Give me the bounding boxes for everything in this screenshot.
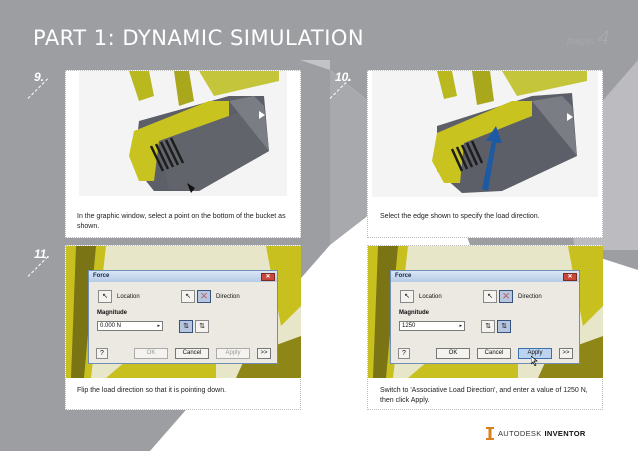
step-10-panel: Select the edge shown to specify the loa…: [367, 70, 603, 238]
magnitude-input[interactable]: 0.000 N ▸: [97, 321, 163, 331]
force-dialog: Force ✕ ↖ Location ↖ ⤫ Direction Magnitu…: [390, 270, 580, 366]
fixed-load-direction-button[interactable]: ⇅: [481, 320, 495, 333]
bucket-model-image: [79, 71, 287, 196]
location-select-button[interactable]: ↖: [400, 290, 414, 303]
close-button[interactable]: ✕: [261, 272, 275, 281]
step-number-10: 10.: [335, 70, 352, 84]
dropdown-arrow-icon[interactable]: ▸: [157, 323, 160, 329]
step-number-11: 11.: [34, 247, 50, 261]
dialog-title-bar: Force ✕: [391, 271, 579, 282]
step-12-panel: Force ✕ ↖ Location ↖ ⤫ Direction Magnitu…: [367, 245, 603, 410]
magnitude-value: 1250: [402, 323, 416, 329]
associative-load-direction-button[interactable]: ⇅: [497, 320, 511, 333]
step-number-9: 9.: [34, 70, 45, 84]
magnitude-label: Magnitude: [97, 310, 127, 316]
graphic-window-screenshot[interactable]: [79, 71, 287, 196]
flip-direction-button[interactable]: ⤫: [197, 290, 211, 303]
magnitude-input[interactable]: 1250 ▸: [399, 321, 465, 331]
graphic-window-screenshot[interactable]: [372, 71, 598, 197]
step-11-caption: Flip the load direction so that it is po…: [77, 387, 227, 394]
step-number-12: 12.: [335, 247, 352, 261]
close-button[interactable]: ✕: [563, 272, 577, 281]
page-title: PART 1: DYNAMIC SIMULATION: [33, 26, 365, 50]
page-number-value: 4: [597, 27, 610, 49]
apply-button[interactable]: Apply: [216, 348, 250, 359]
magnitude-label: Magnitude: [399, 310, 429, 316]
magnitude-value: 0.000 N: [100, 323, 122, 329]
page-label: page:: [566, 36, 595, 47]
mouse-cursor-icon: [531, 356, 538, 366]
page-number: page:4: [567, 27, 610, 49]
cancel-button[interactable]: Cancel: [175, 348, 209, 359]
direction-select-button[interactable]: ↖: [483, 290, 497, 303]
ok-button[interactable]: OK: [134, 348, 168, 359]
dialog-title: Force: [395, 273, 412, 279]
direction-label: Direction: [518, 294, 542, 300]
fixed-load-direction-button[interactable]: ⇅: [179, 320, 193, 333]
dropdown-arrow-icon[interactable]: ▸: [459, 323, 462, 329]
flip-direction-button[interactable]: ⤫: [499, 290, 513, 303]
direction-select-button[interactable]: ↖: [181, 290, 195, 303]
brand-name: AUTODESK: [498, 428, 542, 438]
more-button[interactable]: >>: [559, 348, 573, 359]
bucket-model-image: [372, 71, 598, 197]
cancel-button[interactable]: Cancel: [477, 348, 511, 359]
location-label: Location: [419, 294, 442, 300]
dialog-title: Force: [93, 273, 110, 279]
direction-label: Direction: [216, 294, 240, 300]
step-10-caption: Select the edge shown to specify the loa…: [380, 213, 540, 220]
product-name: INVENTOR: [544, 428, 586, 438]
ok-button[interactable]: OK: [436, 348, 470, 359]
apply-button[interactable]: Apply: [518, 348, 552, 359]
autodesk-inventor-logo: AUTODESK INVENTOR: [486, 426, 586, 440]
dialog-title-bar: Force ✕: [89, 271, 277, 282]
step-9-caption: In the graphic window, select a point on…: [77, 213, 286, 230]
location-select-button[interactable]: ↖: [98, 290, 112, 303]
associative-load-direction-button[interactable]: ⇅: [195, 320, 209, 333]
step-11-panel: Force ✕ ↖ Location ↖ ⤫ Direction Magnitu…: [65, 245, 301, 410]
step-12-caption: Switch to 'Associative Load Direction', …: [380, 387, 588, 404]
more-button[interactable]: >>: [257, 348, 271, 359]
help-button[interactable]: ?: [96, 348, 108, 359]
location-label: Location: [117, 294, 140, 300]
help-button[interactable]: ?: [398, 348, 410, 359]
force-dialog: Force ✕ ↖ Location ↖ ⤫ Direction Magnitu…: [88, 270, 278, 364]
step-9-panel: In the graphic window, select a point on…: [65, 70, 301, 238]
inventor-logo-icon: [486, 426, 494, 440]
